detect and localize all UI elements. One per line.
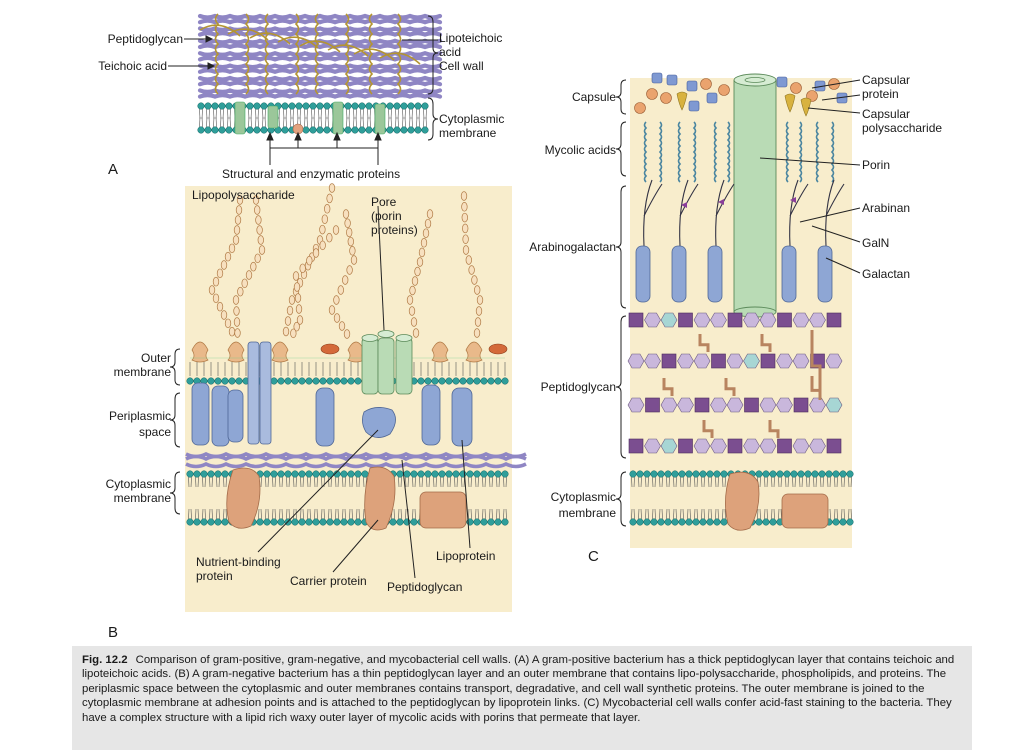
panel-a-letter: A [108, 161, 119, 178]
label-b-carrier: Carrier protein [290, 574, 367, 588]
panel-b-lipopolysaccharide-chains [191, 183, 508, 363]
panel-c-peptidoglycan-layers [627, 312, 843, 454]
label-c-galn: GalN [862, 236, 890, 250]
panel-a-pointer-lines [168, 15, 439, 165]
panel-c-membrane-proteins [725, 471, 829, 531]
panel-a-teichoic-strands [199, 13, 421, 95]
cell-wall-figure: Peptidoglycan Teichoic acid Lipoteichoic… [98, 13, 943, 641]
panel-b-porin-proteins [361, 330, 413, 395]
label-c-porin: Porin [862, 158, 891, 172]
panel-c-galactan-columns [635, 245, 833, 303]
diagram-art [168, 13, 861, 612]
label-b-lipopolysaccharide: Lipopolysaccharide [192, 188, 295, 202]
label-b-lipoprotein: Lipoprotein [436, 549, 496, 563]
panel-b-pointer-lines [169, 205, 471, 579]
label-b-outer-1: Outer [140, 351, 171, 365]
label-c-galactan: Galactan [862, 267, 911, 281]
label-c-capsular-poly-2: polysaccharide [862, 121, 943, 135]
label-b-nutrient-2: protein [196, 569, 233, 583]
label-a-lipoteichoic-1: Lipoteichoic [439, 31, 503, 45]
panel-c-letter: C [588, 548, 599, 565]
panel-c-cytoplasmic-membrane [629, 470, 854, 526]
label-a-cell-wall: Cell wall [439, 59, 484, 73]
label-c-arabinogalactan: Arabinogalactan [529, 240, 616, 254]
label-c-capsular-poly-1: Capsular [862, 107, 911, 121]
caption-text: Comparison of gram-positive, gram-negati… [82, 654, 955, 724]
panel-a-cytoplasmic-membrane [197, 102, 429, 134]
label-a-proteins: Structural and enzymatic proteins [222, 167, 401, 181]
label-b-periplasmic-1: Periplasmic [108, 409, 171, 423]
panel-c-capsule-molecules [634, 72, 848, 117]
label-c-capsule: Capsule [571, 90, 616, 104]
label-a-peptidoglycan: Peptidoglycan [107, 32, 183, 46]
panel-c-mycolic-acids [643, 121, 845, 247]
label-c-capsular-protein-2: protein [862, 87, 899, 101]
panel-a-membrane-proteins [234, 101, 386, 135]
panel-a-peptidoglycan-mesh [197, 13, 443, 99]
label-b-pore-2: (porin [371, 209, 402, 223]
panel-b-carrier-proteins [226, 466, 467, 531]
label-b-nutrient-1: Nutrient-binding [196, 555, 281, 569]
label-a-cytoplasmic-2: membrane [439, 126, 497, 140]
label-b-cytoplasmic-2: membrane [113, 491, 171, 505]
label-c-peptidoglycan: Peptidoglycan [540, 380, 616, 394]
label-a-lipoteichoic-2: acid [439, 45, 462, 59]
label-a-cytoplasmic-1: Cytoplasmic [439, 112, 505, 126]
label-b-cytoplasmic-1: Cytoplasmic [105, 477, 171, 491]
panel-c-porin [733, 73, 777, 318]
label-b-periplasmic-2: space [138, 425, 171, 439]
label-c-cytoplasmic-1: Cytoplasmic [550, 490, 616, 504]
panel-b-peptidoglycan-layer [185, 451, 527, 469]
label-c-cytoplasmic-2: membrane [558, 506, 616, 520]
label-b-outer-2: membrane [113, 365, 171, 379]
label-b-pore-1: Pore [371, 195, 397, 209]
panel-b-transmembrane-proteins [191, 341, 473, 447]
caption-label: Fig. 12.2 [82, 654, 128, 666]
panel-c-pointer-lines [615, 79, 861, 527]
label-c-arabinan: Arabinan [862, 201, 911, 215]
panel-b-letter: B [108, 624, 119, 641]
label-b-peptidoglycan: Peptidoglycan [387, 580, 463, 594]
label-b-pore-3: proteins) [371, 223, 418, 237]
label-a-teichoic-acid: Teichoic acid [98, 59, 167, 73]
label-c-capsular-protein-1: Capsular [862, 73, 911, 87]
label-c-mycolic: Mycolic acids [544, 143, 616, 157]
